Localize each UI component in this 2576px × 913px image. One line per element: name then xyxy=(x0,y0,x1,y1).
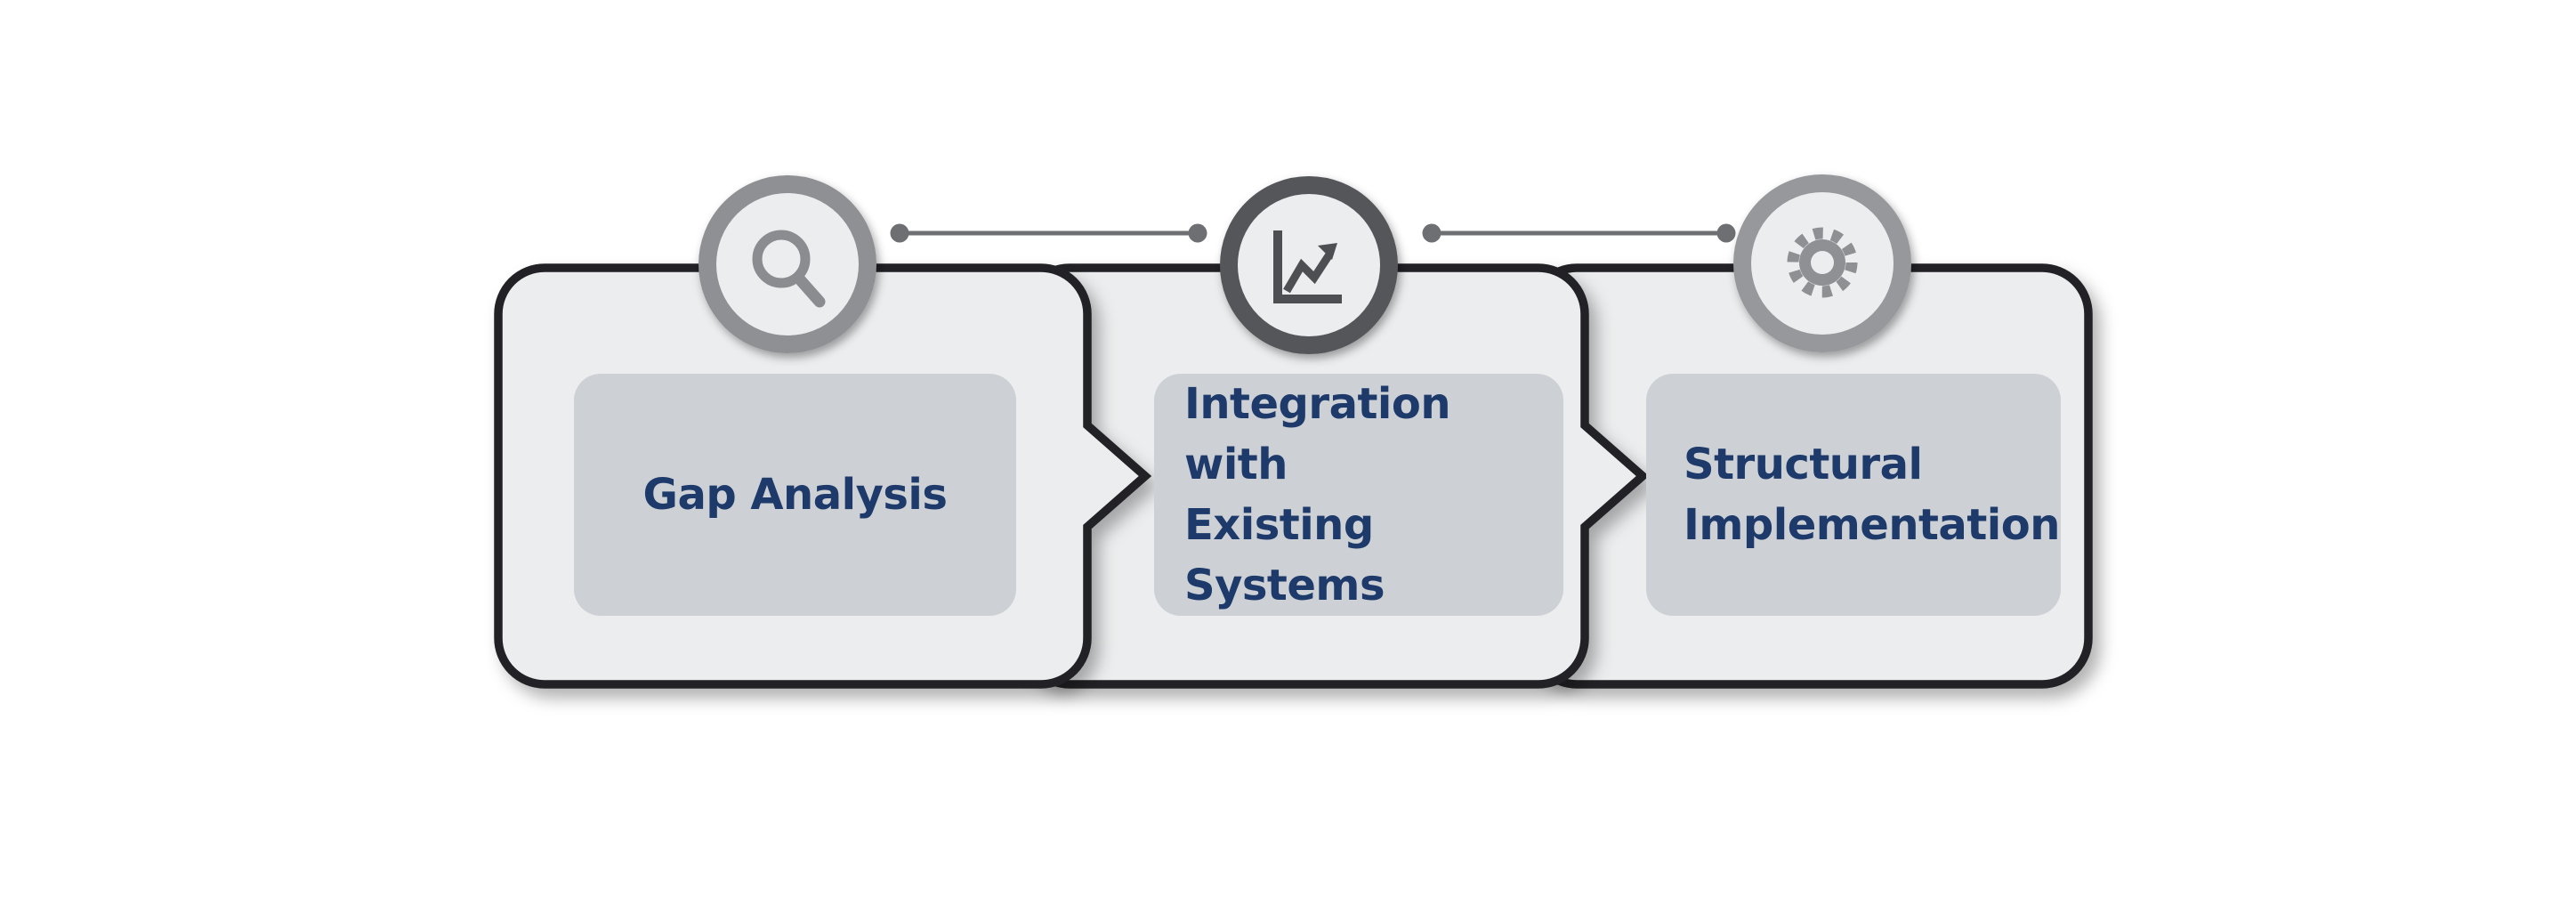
connector-step1-step2 xyxy=(890,223,1207,243)
step-3-icon-badge xyxy=(1733,174,1911,352)
step-2-label: Integration with Existing Systems xyxy=(1184,374,1563,616)
connector-dot xyxy=(1716,223,1736,243)
step-2-label-line-2: Existing Systems xyxy=(1184,500,1385,610)
connector-dot xyxy=(890,223,909,243)
step-2-label-line-1: Integration with xyxy=(1184,379,1451,489)
step-3-label: Structural Implementation xyxy=(1684,434,2061,555)
gear-icon xyxy=(1787,227,1858,298)
connector-step2-step3 xyxy=(1422,223,1736,243)
step-3-label-box: Structural Implementation xyxy=(1646,374,2061,616)
connector-dot xyxy=(1422,223,1441,243)
connector-dot xyxy=(1188,223,1207,243)
line-chart-icon xyxy=(1273,230,1342,303)
search-icon xyxy=(752,230,826,308)
step-3-label-line-1: Structural xyxy=(1684,440,1923,489)
step-1-label: Gap Analysis xyxy=(574,465,1016,525)
step-1-label-box: Gap Analysis xyxy=(574,374,1016,616)
step-1-icon-badge xyxy=(699,175,876,353)
step-2-label-box: Integration with Existing Systems xyxy=(1154,374,1563,616)
step-3-label-line-2: Implementation xyxy=(1684,500,2060,550)
step-1-label-line-1: Gap Analysis xyxy=(642,470,948,520)
step-2-icon-badge xyxy=(1220,176,1398,354)
